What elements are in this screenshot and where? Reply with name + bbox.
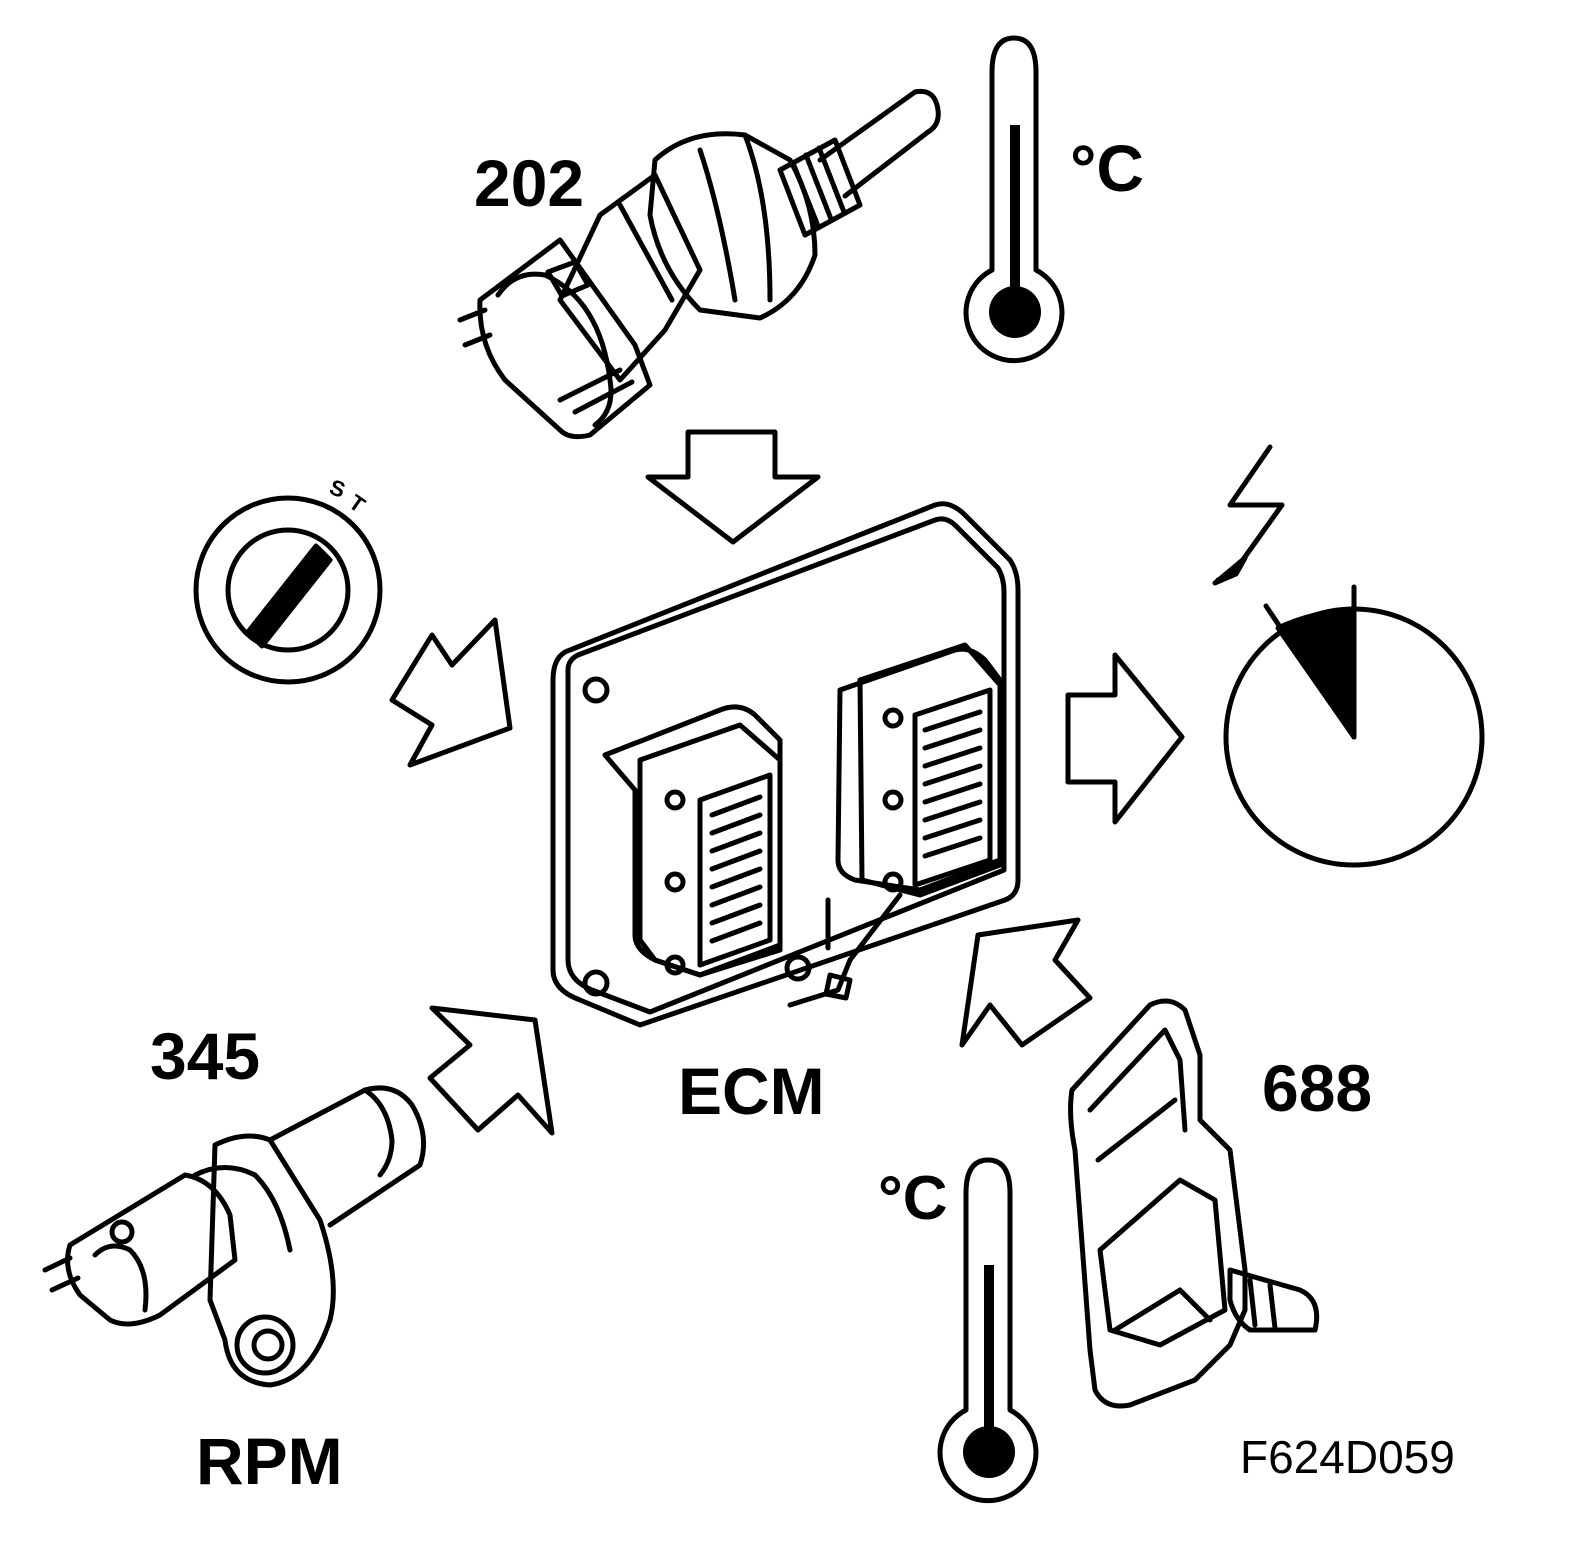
gauge-icon — [1223, 584, 1485, 868]
celsius-top-label: °C — [1070, 131, 1145, 205]
ecm-unit — [550, 501, 1021, 1028]
ecm-label: ECM — [678, 1054, 825, 1128]
pressure-temperature-sensor — [1068, 998, 1320, 1409]
celsius-bottom-label: °C — [878, 1164, 948, 1233]
coolant-temperature-sensor — [457, 88, 941, 440]
thermometer-icon — [963, 35, 1065, 364]
ignition-switch-icon — [193, 495, 383, 685]
rpm-label: RPM — [196, 1424, 343, 1498]
arrow-icon — [645, 429, 821, 545]
coolant-sensor-number: 202 — [474, 146, 585, 220]
lightning-icon — [1212, 444, 1285, 586]
thermometer-icon — [937, 1157, 1039, 1504]
pressure-sensor-number: 688 — [1262, 1051, 1373, 1125]
arrow-icon — [959, 917, 1093, 1048]
figure-code: F624D059 — [1240, 1431, 1455, 1483]
rpm-sensor-number: 345 — [150, 1019, 261, 1093]
rpm-sensor — [42, 1085, 427, 1388]
arrow-icon — [389, 617, 513, 768]
arrow-icon — [427, 1005, 555, 1136]
arrow-icon — [1065, 652, 1185, 825]
